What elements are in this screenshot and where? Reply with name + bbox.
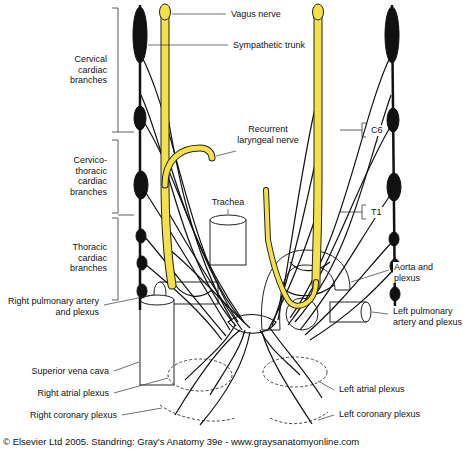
- nerve-label: Recurrent laryngeal nerve: [231, 124, 305, 145]
- laryngeal-nerve: [165, 148, 212, 185]
- leader-line: [148, 45, 228, 46]
- plexus-mesh: [175, 285, 212, 296]
- copyright-note: © Elsevier Ltd 2005. Standring: Gray's A…: [2, 437, 360, 448]
- cardiac-branch: [145, 264, 222, 340]
- trachea: [210, 215, 246, 225]
- vagus-nerve: [165, 12, 172, 285]
- laryngeal-nerve: [165, 148, 212, 185]
- cardiac-branch: [144, 190, 230, 330]
- leader-line: [216, 151, 236, 156]
- level-line: [118, 132, 134, 133]
- cardiac-branch: [144, 122, 240, 318]
- leader-line: [104, 295, 153, 305]
- plexus-branch: [200, 332, 250, 425]
- ganglion: [390, 287, 400, 301]
- vagus-nerve: [313, 4, 324, 20]
- ganglion: [134, 106, 146, 130]
- level-line: [118, 215, 134, 216]
- vagus-nerve: [316, 12, 318, 285]
- branch-label: Cervico-thoracic cardiac branches: [56, 155, 108, 197]
- vagus-nerve: [160, 4, 171, 20]
- pulmonary-artery: [361, 302, 371, 322]
- plexus-branch: [270, 328, 322, 398]
- plexus-branch: [210, 330, 245, 395]
- leader-line: [114, 362, 139, 371]
- vagus-nerve: [316, 12, 318, 285]
- ganglion: [133, 7, 147, 63]
- plexus-branch: [185, 325, 235, 380]
- plexus-branch: [175, 330, 240, 415]
- cardiac-branch: [288, 124, 392, 325]
- bracket: [112, 8, 118, 132]
- leader-line: [351, 270, 389, 282]
- coronary-outline: [160, 405, 235, 421]
- level-bracket: [340, 123, 366, 137]
- structure-label: Left pulmonary artery and plexus: [392, 306, 466, 327]
- plexus-branch: [262, 332, 312, 424]
- leader-line: [228, 209, 229, 214]
- ganglion: [385, 7, 399, 63]
- nerve-label: Sympathetic trunk: [232, 40, 306, 51]
- laryngeal-nerve: [266, 190, 316, 306]
- cardiac-branch: [167, 210, 242, 330]
- structure-label: Superior vena cava: [30, 366, 110, 377]
- vagus-nerve: [165, 12, 172, 285]
- leader-line: [318, 415, 334, 420]
- plexus-branch: [260, 330, 300, 375]
- trachea: [210, 220, 246, 265]
- leader-line: [114, 378, 168, 393]
- leader-line: [122, 408, 162, 415]
- level-label: T1: [370, 207, 383, 218]
- leader-line: [318, 381, 334, 390]
- cardiac-branch: [290, 55, 391, 318]
- plexus-mesh: [285, 262, 334, 296]
- laryngeal-nerve: [266, 190, 316, 306]
- structure-label: Right pulmonary artery and plexus: [6, 296, 100, 317]
- cardiac-branch: [144, 236, 226, 336]
- coronary-outline: [270, 412, 328, 424]
- plexus-label: Left atrial plexus: [338, 384, 406, 395]
- structure-label: Aorta and plexus: [393, 262, 457, 283]
- plexus-mesh: [228, 315, 276, 334]
- cardiac-branch: [310, 268, 395, 340]
- ganglion: [134, 171, 148, 199]
- level-bracket: [340, 205, 366, 219]
- ganglion: [137, 256, 147, 270]
- cardiac-branch: [141, 55, 238, 322]
- bracket: [112, 218, 118, 300]
- atrium-outline: [263, 357, 327, 387]
- bracket: [112, 140, 118, 213]
- branch-label: Cervical cardiac branches: [56, 54, 108, 86]
- level-label: C6: [370, 125, 384, 136]
- leader-line: [172, 14, 226, 15]
- cardiac-branch: [166, 150, 244, 322]
- plexus-label: Right atrial plexus: [36, 388, 110, 399]
- plexus-label: Left coronary plexus: [338, 409, 421, 420]
- structure-label: Trachea: [211, 197, 246, 208]
- ganglion: [137, 284, 147, 298]
- nerve-label: Vagus nerve: [230, 9, 282, 20]
- plexus-label: Right coronary plexus: [29, 410, 118, 421]
- leader-line: [372, 312, 388, 314]
- branch-label: Thoracic cardiac branches: [56, 242, 108, 274]
